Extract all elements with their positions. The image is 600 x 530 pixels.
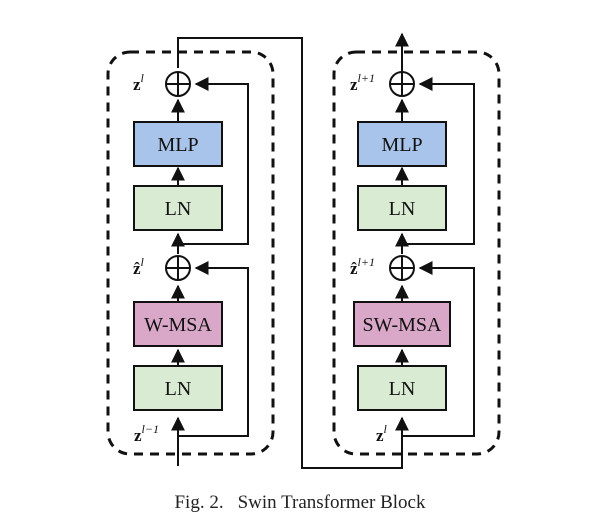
left-ln-top-label: LN [165,198,192,220]
right-block-frame [332,50,501,456]
swin-block-diagram: MLP LN W-MSA LN zl ẑl zl−1 MLP LN SW-MSA… [106,32,501,469]
left-ln-bottom-label: LN [165,378,192,400]
left-mid-add-icon [165,255,191,281]
left-top-add-icon [165,71,191,97]
left-output-var: zl [133,71,145,94]
caption-title: Swin Transformer Block [237,492,426,513]
right-ln-top-label: LN [389,198,416,220]
left-block-frame [106,50,275,456]
left-ln-bottom-box [133,365,223,411]
left-mlp-box [133,121,223,167]
right-msa-box [353,301,451,347]
figure-caption: Fig. 2. Swin Transformer Block [0,492,600,514]
right-ln-bottom-box [357,365,447,411]
left-ln-top-box [133,185,223,231]
right-input-var: zl [376,422,388,445]
right-ln-bottom-label: LN [389,378,416,400]
right-msa-label: SW-MSA [363,314,442,336]
left-msa-box [133,301,223,347]
right-top-add-icon [389,71,415,97]
right-ln-top-box [357,185,447,231]
left-msa-label: W-MSA [144,314,212,336]
caption-fig-number: Fig. 2. [174,492,224,513]
left-input-var: zl−1 [134,422,159,445]
right-output-var: zl+1 [350,71,375,94]
right-mlp-box [357,121,447,167]
left-mlp-label: MLP [157,134,198,156]
right-mid-add-icon [389,255,415,281]
right-mlp-label: MLP [381,134,422,156]
right-mid-var: ẑl+1 [350,255,375,278]
left-mid-var: ẑl [133,255,145,278]
